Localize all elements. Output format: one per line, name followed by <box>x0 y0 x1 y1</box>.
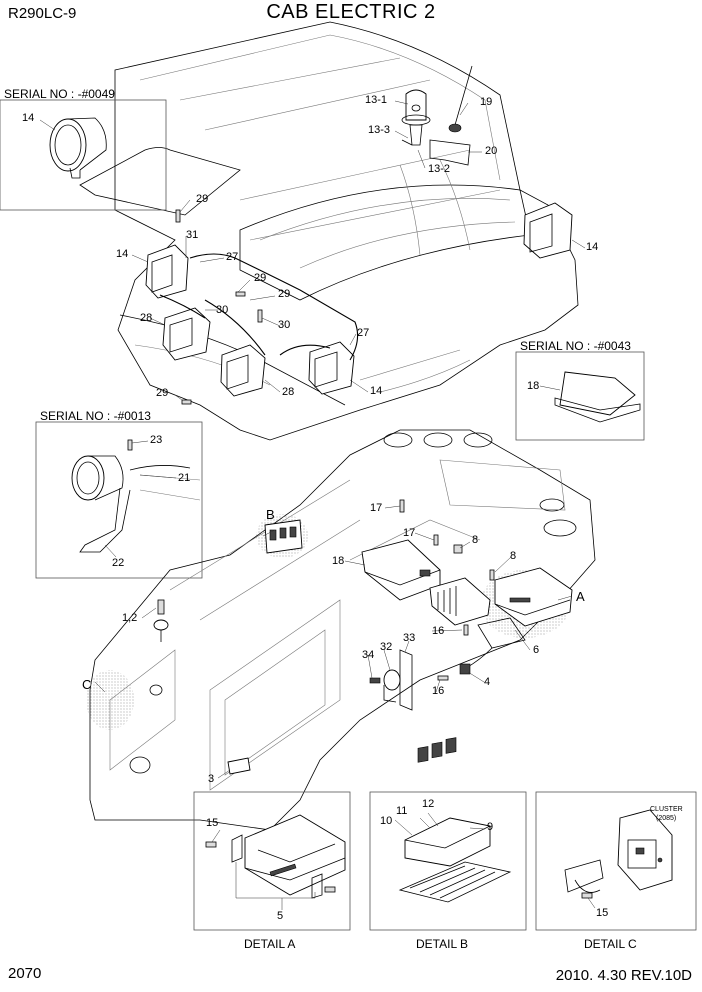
detail-c-area <box>86 670 134 730</box>
detail-b-marker: B <box>266 507 275 522</box>
part-label: 16 <box>432 625 445 637</box>
work-lamp-front-3 <box>308 341 355 395</box>
part-label: 28 <box>282 386 295 398</box>
leader-lines <box>39 100 586 779</box>
bolts <box>175 209 263 405</box>
part-label: 8 <box>510 550 517 562</box>
part-label: 1,2 <box>122 612 138 624</box>
part-label: 14 <box>586 241 599 253</box>
detail-a-marker: A <box>576 589 585 604</box>
radio-cassette <box>494 567 573 627</box>
page-number: 2070 <box>8 965 42 982</box>
part-label: 13-1 <box>365 94 388 106</box>
serial-box-0049 <box>0 99 167 211</box>
work-lamp-rear <box>523 202 573 259</box>
detail-b-caption: DETAIL B <box>416 937 469 951</box>
part-label: 34 <box>362 649 375 661</box>
part-label: 9 <box>487 821 494 833</box>
part-label: 33 <box>403 632 416 644</box>
part-label: 3 <box>208 773 215 785</box>
part-label: 5 <box>277 910 284 922</box>
heatsink-unit <box>429 577 491 626</box>
lamp-harness-branch <box>279 344 331 356</box>
detail-b-box <box>369 791 527 931</box>
part-label: 29 <box>156 387 169 399</box>
amplifier <box>361 539 441 601</box>
detail-a-caption: DETAIL A <box>244 937 296 951</box>
lamp-harness-branch <box>159 294 206 319</box>
part-label: 17 <box>370 502 383 514</box>
part-label: 14 <box>370 385 383 397</box>
part-label: 29 <box>254 272 267 284</box>
part-label: 21 <box>178 472 191 484</box>
amplifier-0043 <box>554 371 641 423</box>
cluster-note-ref: (2085) <box>656 815 677 822</box>
detail-b-switches <box>394 737 512 903</box>
work-lamp-left <box>145 244 189 299</box>
part-label: 18 <box>332 555 345 567</box>
relay-33 <box>399 649 413 711</box>
part-label: 14 <box>116 248 129 260</box>
work-lamp-front-2 <box>220 344 266 397</box>
part-label: 17 <box>403 527 416 539</box>
part-label: 12 <box>422 798 435 810</box>
part-label: 6 <box>533 644 540 656</box>
part-label: 27 <box>357 327 370 339</box>
part-label: 19 <box>480 96 493 108</box>
work-lamp-round-0049 <box>49 117 107 179</box>
part-label: 14 <box>22 112 35 124</box>
console-bolts <box>399 499 495 681</box>
cluster-note: CLUSTER <box>650 806 683 813</box>
page-title: CAB ELECTRIC 2 <box>266 1 436 23</box>
part-label: 13-2 <box>428 163 451 175</box>
serial-note-0043: SERIAL NO : -#0043 <box>520 339 631 353</box>
work-lamp-front-1 <box>162 307 211 361</box>
part-label: 20 <box>485 145 498 157</box>
detail-c-box <box>535 791 697 931</box>
part-label: 15 <box>596 907 609 919</box>
part-label: 4 <box>484 676 491 688</box>
part-label: 16 <box>432 685 445 697</box>
part-label: 8 <box>472 534 479 546</box>
part-label: 18 <box>527 380 540 392</box>
part-label: 28 <box>140 312 153 324</box>
part-label: 10 <box>380 815 393 827</box>
part-label: 23 <box>150 434 163 446</box>
revision-date: 2010. 4.30 REV.10D <box>555 967 692 984</box>
detail-a-box <box>193 791 351 931</box>
antenna-bracket <box>429 139 471 166</box>
detail-c-marker: C <box>82 677 92 692</box>
detail-a-radio <box>205 814 346 910</box>
part-label: 31 <box>186 229 199 241</box>
antenna <box>448 65 473 133</box>
serial-box-0013 <box>35 421 203 579</box>
part-label: 30 <box>278 319 291 331</box>
lamp-harness <box>189 253 359 361</box>
part-label: 11 <box>396 805 408 817</box>
part-label: 29 <box>196 193 209 205</box>
buzzer-32 <box>369 669 401 703</box>
usb-bracket <box>459 617 526 675</box>
beacon-lamp <box>401 89 431 146</box>
part-label: 22 <box>112 557 125 569</box>
serial-note-0049: SERIAL NO : -#0049 <box>4 87 115 101</box>
switch-panel <box>264 519 303 554</box>
part-label: 27 <box>226 251 239 263</box>
detail-c-caption: DETAIL C <box>584 937 637 951</box>
serial-note-0013: SERIAL NO : -#0013 <box>40 409 151 423</box>
part-label: 32 <box>380 641 393 653</box>
work-lamp-round-0013 <box>71 439 201 553</box>
model-code: R290LC-9 <box>8 5 77 22</box>
part-label: 30 <box>216 304 229 316</box>
lamp-harness-branch <box>204 299 266 356</box>
part-label: 29 <box>278 288 291 300</box>
part-label: 13-3 <box>368 124 391 136</box>
key-switch <box>153 599 169 642</box>
serial-box-0043 <box>515 351 645 441</box>
connector-3 <box>227 757 251 775</box>
part-label: 15 <box>206 817 219 829</box>
detail-c-cluster <box>564 809 673 909</box>
